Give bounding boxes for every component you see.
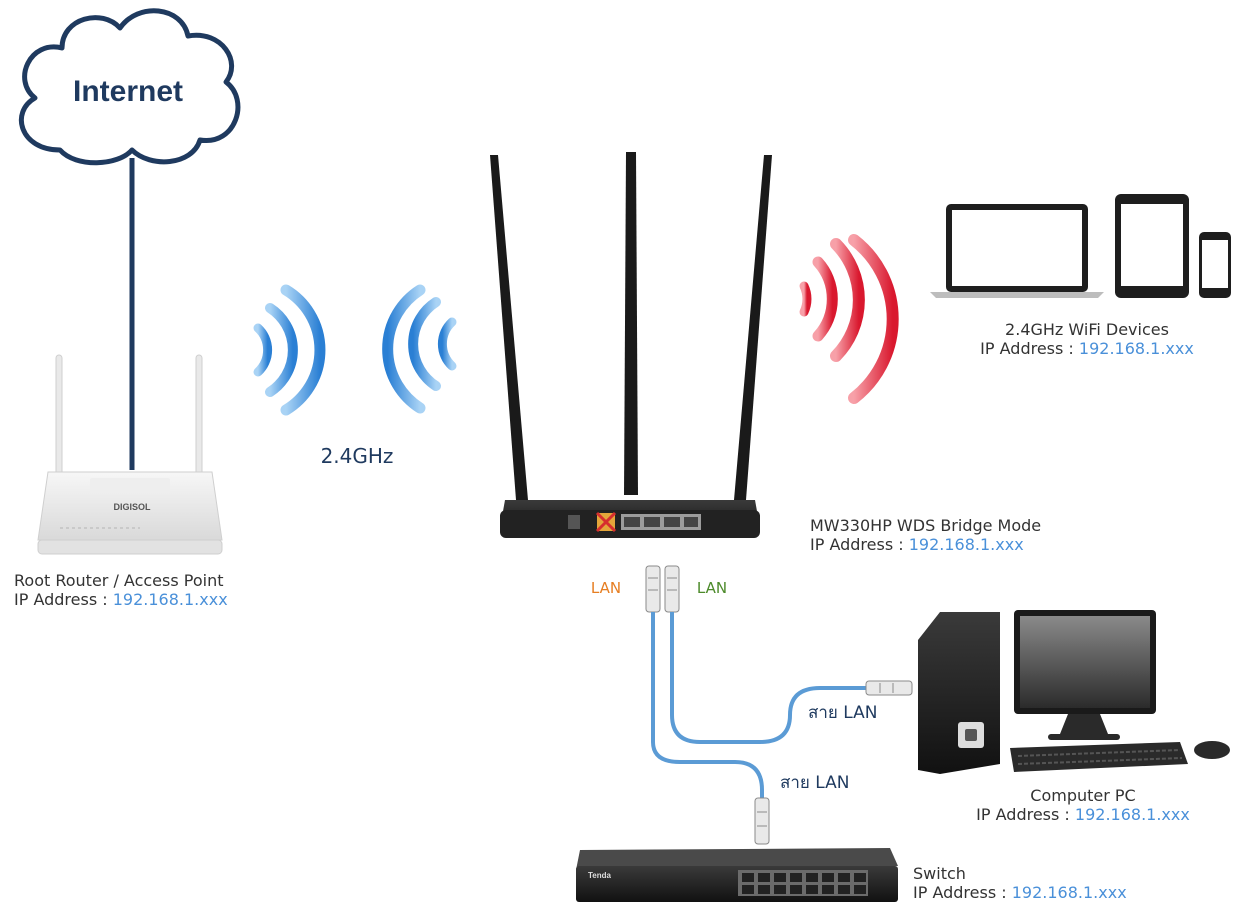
wifi-devices-ip-line: IP Address : 192.168.1.xxx — [960, 339, 1214, 358]
internet-label: Internet — [73, 75, 183, 108]
computer-caption: Computer PC IP Address : 192.168.1.xxx — [960, 786, 1206, 824]
switch-brand: Tenda — [588, 871, 612, 880]
band-label: 2.4GHz — [321, 444, 394, 468]
switch-icon — [576, 848, 898, 902]
computer-ip-prefix: IP Address : — [976, 805, 1075, 824]
mouse-icon — [1194, 741, 1230, 759]
root-router-ip-line: IP Address : 192.168.1.xxx — [14, 590, 228, 609]
tablet-icon — [1115, 194, 1189, 298]
root-router-name: Root Router / Access Point — [14, 571, 224, 590]
laptop-icon — [930, 204, 1104, 298]
phone-icon — [1199, 232, 1231, 298]
internet-cloud-icon — [18, 8, 241, 166]
bridge-ip-prefix: IP Address : — [810, 535, 909, 554]
lan-connector-pc-icon — [865, 680, 913, 696]
switch-ip-prefix: IP Address : — [913, 883, 1012, 902]
switch-ip: 192.168.1.xxx — [1011, 883, 1127, 902]
wifi-signal-bridge-icon — [382, 284, 457, 414]
bridge-ip-line: IP Address : 192.168.1.xxx — [810, 535, 1041, 554]
wifi-devices-ip: 192.168.1.xxx — [1078, 339, 1194, 358]
bridge-router-icon — [490, 152, 772, 538]
monitor-icon — [1014, 610, 1156, 740]
bridge-caption: MW330HP WDS Bridge Mode IP Address : 192… — [810, 516, 1041, 554]
bridge-ip: 192.168.1.xxx — [908, 535, 1024, 554]
computer-name: Computer PC — [1030, 786, 1136, 805]
wifi-signal-devices-icon — [799, 234, 899, 404]
root-router-caption: Root Router / Access Point IP Address : … — [14, 571, 228, 609]
root-router-brand: DIGISOL — [113, 502, 151, 512]
wifi-devices-name: 2.4GHz WiFi Devices — [1005, 320, 1169, 339]
lan-right-label: LAN — [697, 579, 727, 597]
switch-ip-line: IP Address : 192.168.1.xxx — [913, 883, 1127, 902]
root-router-ip-prefix: IP Address : — [14, 590, 113, 609]
wifi-devices-ip-prefix: IP Address : — [980, 339, 1079, 358]
root-router-icon — [37, 354, 223, 555]
root-router-ip: 192.168.1.xxx — [112, 590, 228, 609]
computer-ip: 192.168.1.xxx — [1074, 805, 1190, 824]
lan-connector-switch-icon — [754, 797, 770, 845]
bridge-name: MW330HP WDS Bridge Mode — [810, 516, 1042, 535]
cable-to-switch — [651, 612, 764, 800]
switch-cable-label: สาย LAN — [780, 773, 850, 793]
keyboard-icon — [1010, 742, 1188, 772]
lan-connector-right-icon — [664, 565, 680, 613]
pc-cable-label: สาย LAN — [808, 703, 878, 723]
lan-connector-left-icon — [645, 565, 661, 613]
desktop-tower-icon — [918, 612, 1000, 774]
lan-left-label: LAN — [591, 579, 621, 597]
switch-name: Switch — [913, 864, 966, 883]
switch-caption: Switch IP Address : 192.168.1.xxx — [913, 864, 1127, 902]
cable-to-pc — [670, 612, 870, 744]
computer-ip-line: IP Address : 192.168.1.xxx — [960, 805, 1206, 824]
wifi-devices-caption: 2.4GHz WiFi Devices IP Address : 192.168… — [960, 320, 1214, 358]
wifi-signal-left-icon — [253, 284, 326, 416]
